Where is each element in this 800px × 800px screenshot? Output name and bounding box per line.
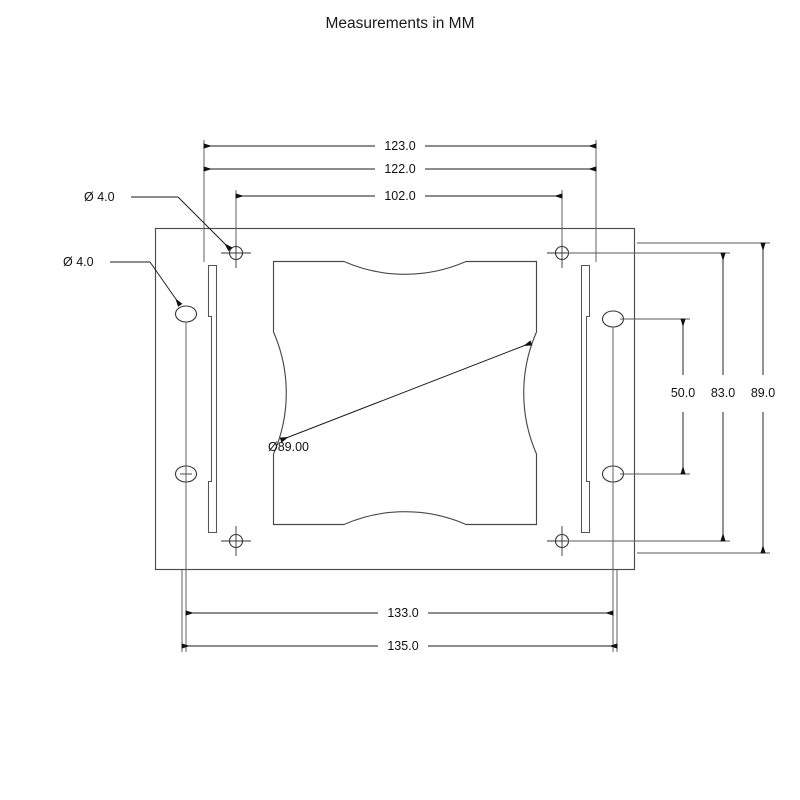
callout-label-dia89: Ø89.00 [268,440,309,454]
dim-label-123: 123.0 [384,139,415,153]
callout-label-dia4-oval: Ø 4.0 [63,255,94,269]
dim-135: 135.0 [181,639,618,653]
dim-label-102: 102.0 [384,189,415,203]
plate-outline-group [154,227,636,571]
dim-50: 50.0 [671,318,695,475]
callout-dia89-center-cutout: Ø89.00 [268,340,533,454]
callouts-group: Ø 4.0 Ø 4.0 Ø89.00 [63,190,533,454]
dim-label-133: 133.0 [387,606,418,620]
dim-102: 102.0 [235,189,563,203]
dim-label-89: 89.0 [751,386,775,400]
vertical-slots-group [207,264,591,534]
dim-label-122: 122.0 [384,162,415,176]
callout-label-dia4-top: Ø 4.0 [84,190,115,204]
central-cutout-group [272,260,538,526]
right-dimensions-group: 50.0 83.0 89.0 [567,242,775,554]
dim-133: 133.0 [185,606,614,620]
dim-label-50: 50.0 [671,386,695,400]
mounting-hole-bottom-left [221,526,251,556]
slot-left [207,264,218,534]
bottom-dimensions-group: 133.0 135.0 [181,322,618,653]
dim-89: 89.0 [751,242,775,554]
callout-dia4-mounting-hole: Ø 4.0 [84,190,233,252]
dim-122: 122.0 [203,162,597,176]
callout-dia4-oval-hole: Ø 4.0 [63,255,183,307]
central-cutout-path [272,260,538,526]
dim-label-83: 83.0 [711,386,735,400]
top-dimensions-group: 123.0 122.0 102.0 [203,139,597,262]
plate-outer-rect [154,227,636,571]
slot-right [580,264,591,534]
page-title: Measurements in MM [325,15,474,32]
dim-123: 123.0 [203,139,597,153]
oval-hole-left-upper [174,305,198,323]
dim-83: 83.0 [711,252,735,542]
dim-label-135: 135.0 [387,639,418,653]
